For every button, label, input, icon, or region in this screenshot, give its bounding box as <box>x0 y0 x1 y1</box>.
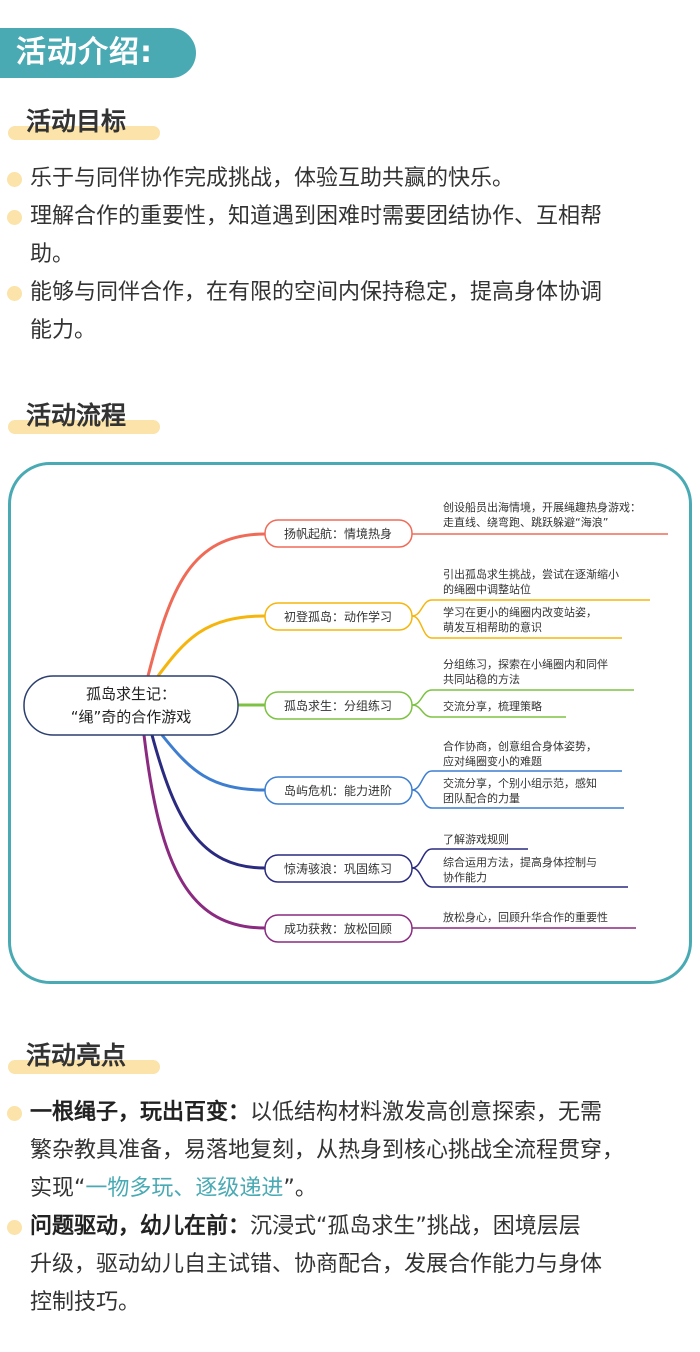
goals-title: 活动目标 <box>8 102 160 142</box>
branch-curve <box>156 614 266 677</box>
leaf-text: 萌发互相帮助的意识 <box>443 620 542 634</box>
leaf-text: 交流分享，梳理策略 <box>443 699 542 713</box>
mind-map-frame <box>8 462 692 984</box>
branch-label: 孤岛求生：分组练习 <box>284 698 392 713</box>
process-title: 活动流程 <box>8 396 160 436</box>
bullet-dot-icon <box>7 210 22 225</box>
goal-item: 理解合作的重要性，知道遇到困难时需要团结协作、互相帮助。 <box>0 198 700 274</box>
leaf-text: 的绳圈中调整站位 <box>443 582 531 596</box>
branch-curve <box>142 734 266 930</box>
branch-label: 岛屿危机：能力进阶 <box>284 783 392 798</box>
leaf-line <box>411 689 634 706</box>
leaf-text: 学习在更小的绳圈内改变站姿， <box>443 605 597 619</box>
branch-curve <box>150 734 266 870</box>
branch-label: 初登孤岛：动作学习 <box>284 609 392 624</box>
goal-item: 乐于与同伴协作完成挑战，体验互助共赢的快乐。 <box>0 160 700 198</box>
bullet-dot-icon <box>7 1106 22 1121</box>
highlight-item: 问题驱动，幼儿在前：沉浸式“孤岛求生”挑战，困境层层 升级，驱动幼儿自主试错、协… <box>0 1208 700 1322</box>
branch-label: 惊涛骇浪：巩固练习 <box>284 861 392 876</box>
root-line-1: 孤岛求生记： <box>86 685 176 703</box>
leaf-text: 分组练习，探索在小绳圈内和同伴 <box>443 657 608 671</box>
highlights-title: 活动亮点 <box>8 1036 160 1076</box>
goals-list: 乐于与同伴协作完成挑战，体验互助共赢的快乐。 理解合作的重要性，知道遇到困难时需… <box>0 160 700 350</box>
leaf-line <box>411 615 622 639</box>
leaf-text: 放松身心，回顾升华合作的重要性 <box>443 910 608 924</box>
leaf-text: 引出孤岛求生挑战，尝试在逐渐缩小 <box>443 567 619 581</box>
bullet-dot-icon <box>7 172 22 187</box>
leaf-line <box>411 789 624 809</box>
branch-curve <box>146 532 266 677</box>
bullet-dot-icon <box>7 286 22 301</box>
leaf-text: 创设船员出海情境，开展绳趣热身游戏： <box>443 500 641 514</box>
branch-curve <box>160 734 266 792</box>
leaf-text: 协作能力 <box>443 870 487 884</box>
bullet-dot-icon <box>7 1220 22 1235</box>
root-node <box>23 675 239 736</box>
leaf-text: 合作协商，创意组合身体姿势， <box>443 739 597 753</box>
section-banner: 活动介绍: <box>0 28 196 78</box>
leaf-text: 团队配合的力量 <box>443 791 520 805</box>
leaf-line <box>411 867 628 888</box>
leaf-text: 了解游戏规则 <box>443 832 509 846</box>
leaf-text: 应对绳圈变小的难题 <box>443 754 542 768</box>
leaf-text: 交流分享，个别小组示范，感知 <box>443 776 597 790</box>
highlights-list: 一根绳子，玩出百变：以低结构材料激发高创意探索，无需 繁杂教具准备，易落地复刻，… <box>0 1094 700 1322</box>
leaf-line <box>411 599 650 617</box>
highlight-item: 一根绳子，玩出百变：以低结构材料激发高创意探索，无需 繁杂教具准备，易落地复刻，… <box>0 1094 700 1208</box>
root-line-2: “绳”奇的合作游戏 <box>71 708 192 726</box>
branch-label: 扬帆起航：情境热身 <box>284 526 392 541</box>
leaf-text: 综合运用方法，提高身体控制与 <box>443 855 597 869</box>
leaf-text: 共同站稳的方法 <box>443 672 520 686</box>
goal-item: 能够与同伴合作，在有限的空间内保持稳定，提高身体协调能力。 <box>0 274 700 350</box>
leaf-line <box>411 848 528 869</box>
leaf-line <box>411 704 566 718</box>
leaf-line <box>411 770 622 791</box>
branch-label: 成功获救：放松回顾 <box>284 921 392 936</box>
leaf-text: 走直线、绕弯跑、跳跃躲避“海浪” <box>443 515 608 529</box>
